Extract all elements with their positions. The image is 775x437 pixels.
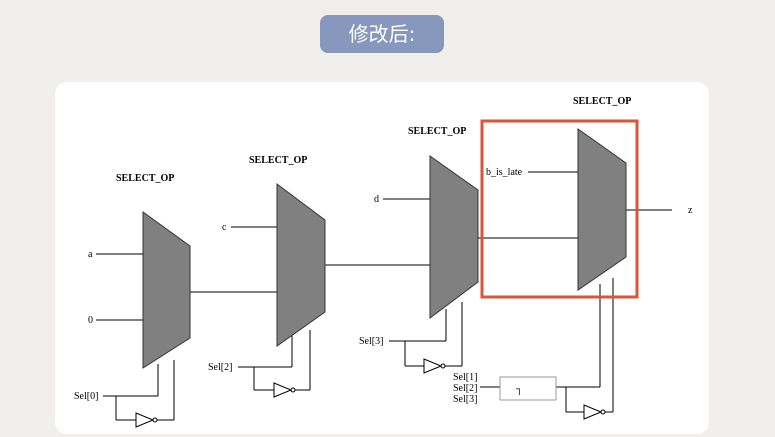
output-z-label: z (688, 205, 693, 216)
mux-1-label: SELECT_OP (116, 173, 174, 184)
mux-3 (429, 155, 479, 319)
sel-1-stack-label: Sel[1] (453, 372, 477, 383)
page-title: 修改后: (320, 15, 444, 53)
sel-3-label: Sel[3] (359, 336, 383, 347)
inverter-4-bubble (600, 409, 606, 415)
logic-gate-box (499, 376, 557, 401)
sel-3-stack-label: Sel[3] (453, 394, 477, 405)
input-d-label: d (374, 194, 379, 205)
mux-1 (142, 211, 191, 369)
inverter-3-bubble (440, 363, 446, 369)
inverter-2 (273, 382, 293, 398)
mux-4-label: SELECT_OP (573, 96, 631, 107)
sel-0-label: Sel[0] (74, 391, 98, 402)
inverter-4 (583, 404, 603, 420)
input-a-label: a (88, 249, 93, 260)
inverter-2-bubble (290, 387, 296, 393)
inverter-0-bubble (152, 417, 158, 423)
inverter-3 (423, 358, 443, 374)
inverter-0 (135, 412, 155, 428)
logic-gate-symbol: ┐ (515, 384, 523, 395)
highlight-box (480, 119, 639, 299)
sel-2-label: Sel[2] (208, 362, 232, 373)
sel-2-stack-label: Sel[2] (453, 383, 477, 394)
mux-2 (276, 183, 326, 347)
mux-4 (577, 128, 627, 291)
mux-3-label: SELECT_OP (408, 126, 466, 137)
input-zero-label: 0 (88, 315, 93, 326)
input-c-label: c (222, 222, 227, 233)
mux-2-label: SELECT_OP (249, 155, 307, 166)
input-b-is-late-label: b_is_late (486, 167, 523, 178)
